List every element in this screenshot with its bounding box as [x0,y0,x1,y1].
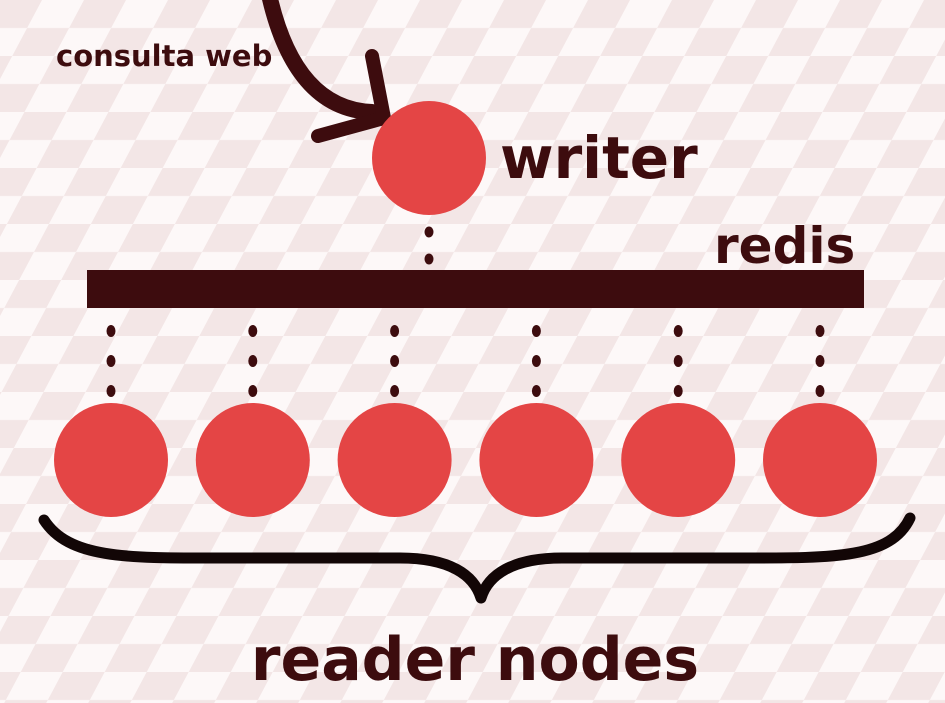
reader-connector [106,325,116,397]
reader-nodes-label: reader nodes [251,625,699,695]
reader-connector [815,325,825,397]
reader-connector [390,325,400,397]
redis-bar [87,270,864,308]
writer-label: writer [500,124,698,192]
redis-label: redis [714,217,855,275]
reader-node [337,403,452,517]
request-arrow [262,0,380,120]
reader-nodes-brace [38,512,916,604]
reader-connector [248,325,258,397]
reader-node [54,403,168,517]
request-arrowhead-icon [311,49,391,143]
reader-connector [673,325,683,397]
reader-node [621,403,736,517]
reader-node [479,403,594,517]
writer-node [372,101,486,215]
reader-node [195,403,310,517]
reader-connector [531,325,541,397]
reader-node [763,403,877,517]
query-label: consulta web [56,39,272,73]
reader-nodes-group [54,325,877,517]
writer-connector [424,226,434,265]
